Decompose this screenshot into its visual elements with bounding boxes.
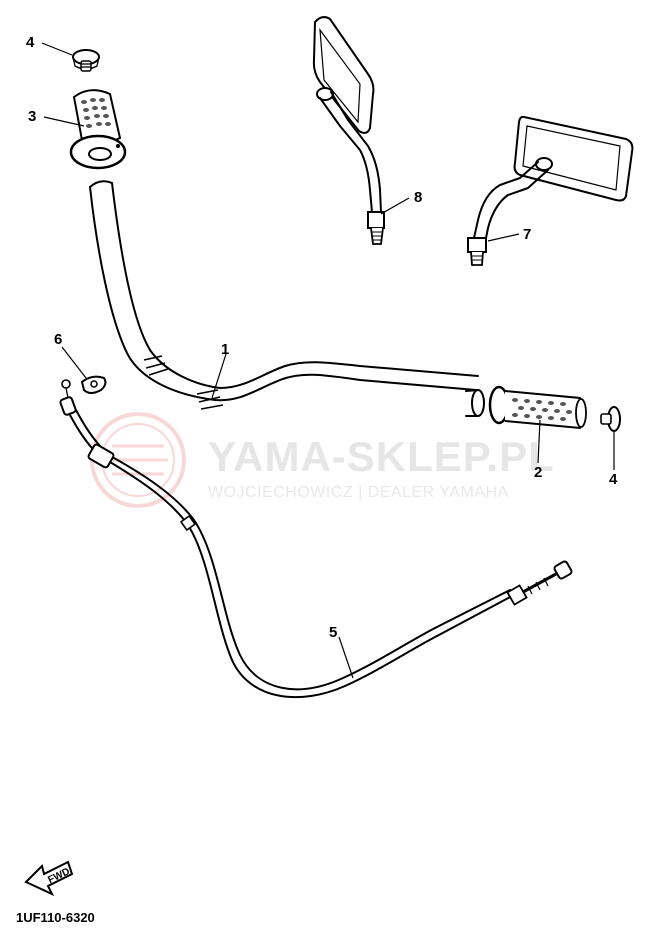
callout-part-8: 8 (414, 189, 422, 206)
diagram-code: 1UF110-6320 (16, 910, 95, 925)
callout-part-4-left: 4 (26, 34, 35, 51)
clutch-cable (59, 379, 573, 699)
left-mirror (312, 16, 385, 245)
watermark: YAMA-SKLEP.PL WOJCIECHOWICZ | DEALER YAM… (90, 412, 555, 508)
callout-part-5: 5 (329, 624, 337, 641)
callout-part-3: 3 (28, 108, 36, 125)
right-mirror (467, 115, 634, 266)
handlebar (89, 180, 485, 417)
watermark-subtitle: WOJCIECHOWICZ | DEALER YAMAHA (208, 484, 509, 501)
fwd-label: FWD (46, 866, 71, 886)
callout-part-1: 1 (221, 341, 229, 358)
grip-end-cap-right (600, 406, 621, 432)
fwd-arrow-icon: FWD (24, 860, 74, 897)
callout-part-7: 7 (523, 226, 531, 243)
cable-holder (80, 375, 107, 394)
right-grip (488, 385, 587, 430)
leader-lines (41, 42, 615, 679)
grip-end-cap-left (72, 49, 100, 72)
left-grip (69, 89, 127, 170)
callout-part-6: 6 (54, 331, 62, 348)
callout-part-2: 2 (534, 464, 542, 481)
callout-part-4-right: 4 (609, 471, 618, 488)
watermark-title: YAMA-SKLEP.PL (208, 433, 555, 480)
